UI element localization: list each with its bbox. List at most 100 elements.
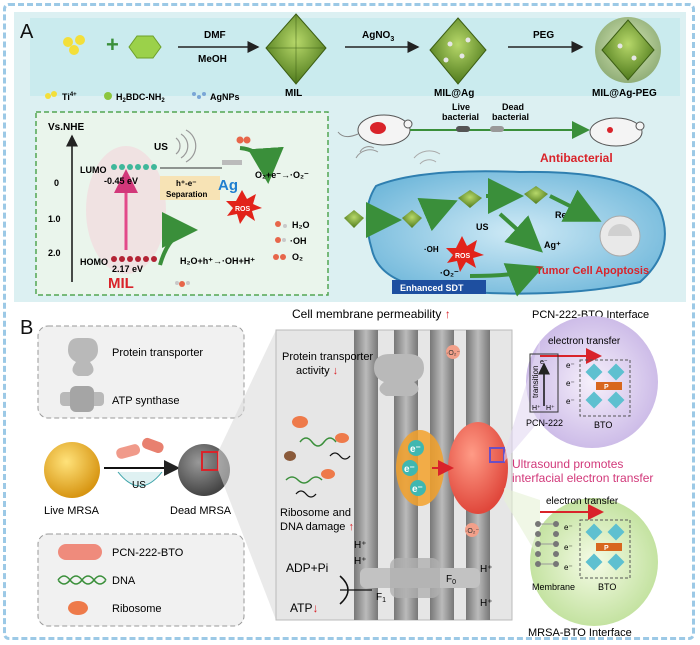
ag-label: Ag xyxy=(218,177,238,194)
cell-arrow-5 xyxy=(469,263,544,297)
o2-reduction-arrow xyxy=(239,146,284,184)
electron-2: e⁻ xyxy=(404,464,415,475)
electron-cloud xyxy=(396,430,444,506)
panel-b-label: B xyxy=(20,317,33,339)
pcn-bto-label: BTO xyxy=(594,420,612,430)
dead-mrsa-label: Dead MRSA xyxy=(170,505,232,517)
ros-burst-icon xyxy=(226,190,262,224)
tumor-us-label: US xyxy=(476,222,489,232)
energy-tick-2: 2.0 xyxy=(48,248,61,258)
figure-frame xyxy=(3,3,695,640)
o2-radical-top: ·O₂⁻ xyxy=(446,350,460,357)
enhanced-sdt-box xyxy=(392,280,486,294)
pcn-bandgap-box xyxy=(529,353,559,413)
o2-radical-bottom-icon xyxy=(465,523,479,537)
legend-ribosome: Ribosome xyxy=(112,603,162,615)
legend-pcn-222-bto: PCN-222-BTO xyxy=(112,547,184,559)
reaction-1: O₂+e⁻→·O₂⁻ xyxy=(255,170,309,180)
legend-protein-transporter: Protein transporter xyxy=(112,347,203,359)
step1-bottom: MeOH xyxy=(198,54,227,65)
membrane-transporter-icon xyxy=(374,354,424,396)
ribosome-icon xyxy=(68,601,88,615)
linker-hexagon-icon xyxy=(128,35,162,59)
product-o2: O₂ xyxy=(292,252,303,262)
ribosome-dna-scatter xyxy=(284,416,351,498)
dna-icon xyxy=(57,575,107,585)
pcn-e-1: e⁻ xyxy=(540,359,548,366)
h-plus-3: H⁺ xyxy=(480,564,493,575)
enhanced-sdt-label: Enhanced SDT xyxy=(400,283,464,293)
electron-set xyxy=(402,440,426,496)
atp-synthase-core xyxy=(390,558,440,598)
cell-arrow-4 xyxy=(498,212,543,253)
pcn-interface-circle xyxy=(526,316,658,448)
homo-holes xyxy=(111,256,157,262)
mil-energy-label: MIL xyxy=(108,275,134,292)
h-plus-4: H⁺ xyxy=(480,598,493,609)
energy-tick-1: 1.0 xyxy=(48,214,61,224)
synthesis-band xyxy=(30,18,680,96)
bto-lattice-box xyxy=(579,359,631,417)
mil-label: MIL xyxy=(285,88,302,99)
panel-a: A + DMF MeOH MIL AgNO3 MIL@Ag PEG MIL@Ag xyxy=(14,12,686,302)
antibacterial-label: Antibacterial xyxy=(540,151,613,165)
ti-cluster-icon xyxy=(63,35,85,55)
live-mrsa-label: Live MRSA xyxy=(44,505,100,517)
pcn-222-bto-icon xyxy=(58,544,102,560)
release-arrow xyxy=(549,189,602,222)
legend-ti-label: Ti4+ xyxy=(62,92,77,102)
panel-a-label: A xyxy=(20,21,34,43)
pcn-electron-transfer: electron transfer xyxy=(548,336,621,347)
mouse-left-icon xyxy=(337,114,413,146)
electron-3: e⁻ xyxy=(412,484,423,495)
water-molecule-icon xyxy=(175,281,190,287)
mrsa-e-2: e⁻ xyxy=(564,543,573,552)
homo-label: HOMO xyxy=(80,257,108,267)
plus-sign: + xyxy=(106,32,119,57)
pcn-h-2: H⁺ xyxy=(546,405,555,412)
np-outside-icon xyxy=(344,210,364,228)
legend-agnps-icon xyxy=(192,92,206,99)
h-plus-1: H⁺ xyxy=(354,540,367,551)
mrsa-e-3: e⁻ xyxy=(564,563,573,572)
pcn-e-3: e⁻ xyxy=(566,379,575,388)
h-plus-2: H⁺ xyxy=(354,556,367,567)
pcn-zoom-cone xyxy=(504,340,540,462)
product-h2o: H₂O xyxy=(292,220,310,230)
legend-h2bdc-icon xyxy=(104,92,112,100)
mrsa-polarization-arrow xyxy=(596,543,622,551)
product-list xyxy=(273,221,287,260)
mrsa-us-label: US xyxy=(132,480,146,491)
bto-lattice xyxy=(585,363,625,409)
np-inside-icon xyxy=(402,210,422,228)
permeability-label: Cell membrane permeability ↑ xyxy=(292,307,451,321)
membrane-lipid-icon xyxy=(535,521,559,567)
legend-h2bdc-label: H2BDC-NH2 xyxy=(116,92,165,104)
mrsa-bto-lattice xyxy=(585,523,625,571)
legend-agnps-label: AgNPs xyxy=(210,92,240,102)
ultrasound-line-1: Ultrasound promotes xyxy=(512,457,623,471)
separation-bottom: Separation xyxy=(166,190,207,199)
lumo-value: -0.45 eV xyxy=(104,176,138,186)
pcn222-label: PCN-222 xyxy=(526,418,563,428)
apoptosis-label: Tumor Cell Apoptosis xyxy=(536,265,649,277)
step2-label: AgNO3 xyxy=(362,30,394,43)
pcn-e-2: e⁻ xyxy=(566,361,575,370)
dead-bacterium-icon xyxy=(490,126,504,132)
o2-molecule-icon xyxy=(236,136,251,144)
legend-ti-icon xyxy=(45,91,57,99)
cell-arrow-2 xyxy=(417,198,458,232)
energy-us-label: US xyxy=(154,142,168,153)
atp-label: ATP↓ xyxy=(290,601,318,615)
mrsa-interface-title: MRSA-BTO Interface xyxy=(528,627,632,639)
energy-tick-0: 0 xyxy=(54,178,59,188)
mrsa-bto-label: BTO xyxy=(598,582,616,592)
ag-plus-label: Ag⁺ xyxy=(544,240,561,250)
ros-label: ROS xyxy=(235,206,251,213)
pcn-rod-icon-1 xyxy=(116,444,141,459)
step1-top: DMF xyxy=(204,30,226,41)
